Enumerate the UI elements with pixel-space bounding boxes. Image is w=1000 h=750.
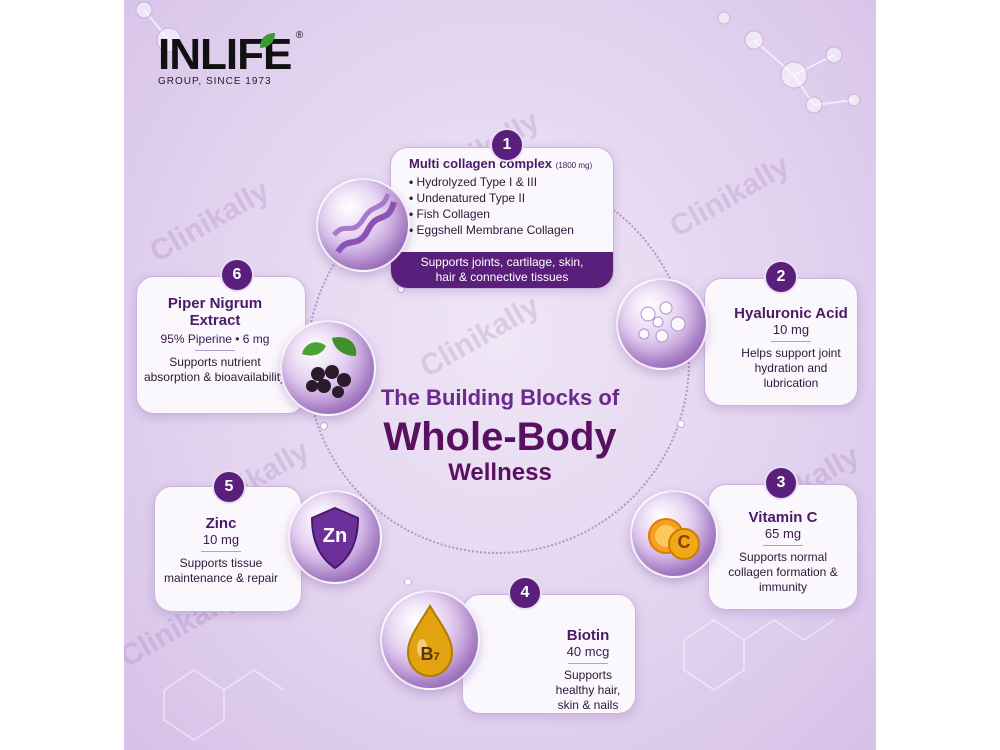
step-badge: 2 [764,260,798,294]
center-heading: The Building Blocks of Whole-Body Wellne… [324,385,676,487]
vitamin-c-orb: C [630,490,718,578]
divider [568,663,608,664]
zinc-symbol: Zn [322,525,348,547]
list-item: Hydrolyzed Type I & III [409,174,603,190]
ring-node [677,420,685,428]
card-dose: 65 mg [764,526,802,541]
pepper-icon [302,337,357,398]
zinc-orb: Zn [288,490,382,584]
piper-orb [280,320,376,416]
registered-mark: ® [295,30,304,41]
divider [195,350,235,351]
divider [771,341,811,342]
step-badge: 6 [220,258,254,292]
biotin-letter: B [420,644,434,664]
collagen-orb [316,178,410,272]
card-title: Zinc [205,515,237,532]
infographic-poster: Clinikally Clinikally Clinikally Clinika… [124,0,876,750]
ring-node [404,578,412,586]
vitamin-c-letter: C [677,532,691,552]
step-badge: 4 [508,576,542,610]
brand-logo: INLIFE ® GROUP, SINCE 1973 [158,30,303,87]
list-item: Fish Collagen [409,206,603,222]
hyaluronic-orb [616,278,708,370]
drop-icon [406,604,454,678]
collagen-helix-icon [332,193,397,254]
card-dose: 40 mcg [566,644,610,659]
biotin-subscript: 7 [433,651,440,663]
card-title: Hyaluronic Acid [734,305,848,322]
step-badge: 1 [490,128,524,162]
logo-tagline: GROUP, SINCE 1973 [158,76,272,87]
heading-line-1: The Building Blocks of [380,385,620,410]
ingredient-card-hyaluronic: Hyaluronic Acid 10 mg Helps support join… [704,278,858,406]
divider [763,545,803,546]
card-description: Supports nutrient absorption & bioavaila… [143,355,287,384]
card-dose: 10 mg [202,532,240,547]
step-badge: 3 [764,466,798,500]
card-dose: 10 mg [772,322,810,337]
ingredient-card-biotin: Biotin 40 mcg Supports healthy hair, ski… [462,594,636,714]
ingredient-card-zinc: Zinc 10 mg Supports tissue maintenance &… [154,486,302,612]
shield-icon [310,506,360,570]
card-dose: 95% Piperine • 6 mg [160,332,270,346]
heading-line-3: Wellness [448,459,552,486]
card-title: Vitamin C [748,509,818,526]
leaf-icon [260,33,275,48]
ring-node [320,422,328,430]
list-item: Undenatured Type II [409,190,603,206]
heading-line-2: Whole-Body [383,415,617,459]
molecule-icon [638,301,686,343]
step-badge: 5 [212,470,246,504]
divider [201,551,241,552]
ingredient-card-vitamin-c: Vitamin C 65 mg Supports normal collagen… [708,484,858,610]
orange-icon [648,518,700,560]
card-title: Piper Nigrum Extract [167,295,263,329]
card-title-row: Multi collagen complex (1800 mg) [409,156,603,171]
card-description: Supports joints, cartilage, skin, hair &… [391,252,613,288]
card-title: Multi collagen complex [409,156,553,171]
card-description: Supports tissue maintenance & repair [163,556,279,585]
card-description: Supports normal collagen formation & imm… [728,550,838,594]
card-title: Biotin [566,627,610,644]
card-dose: (1800 mg) [555,161,593,170]
list-item: Eggshell Membrane Collagen [409,222,603,238]
ingredient-card-piper: Piper Nigrum Extract 95% Piperine • 6 mg… [136,276,306,414]
background-molecules [135,1,861,741]
biotin-orb: B7 [380,590,480,690]
biotin-label: B7 [412,644,448,665]
ingredient-card-collagen: Multi collagen complex (1800 mg) Hydroly… [390,147,614,289]
card-description: Supports healthy hair, skin & nails [555,668,621,712]
collagen-list: Hydrolyzed Type I & III Undenatured Type… [409,174,603,238]
card-description: Helps support joint hydration and lubric… [741,346,841,390]
